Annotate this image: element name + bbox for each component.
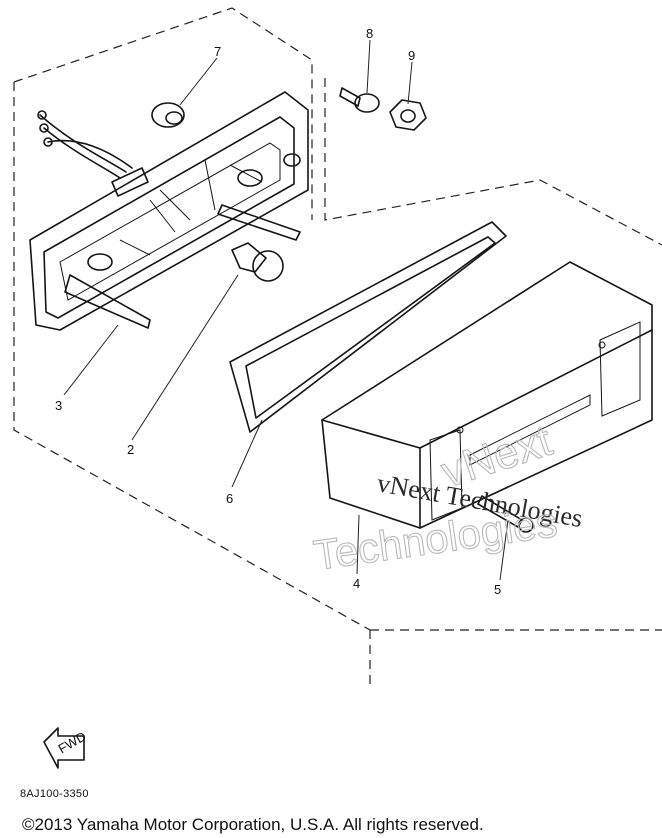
callout-8: 8 (366, 26, 373, 41)
taillight-housing (29, 91, 309, 331)
callout-6: 6 (226, 491, 233, 506)
screw (339, 87, 380, 113)
assembly-boundary (13, 7, 662, 690)
watermark-line2: Technologies (311, 498, 560, 579)
callout-9: 9 (408, 48, 415, 63)
grommet (151, 102, 185, 128)
lens (321, 261, 653, 529)
watermark: vNext vNext Technologies Technologies (310, 415, 585, 579)
diagram-code: 8AJ100-3350 (20, 788, 89, 800)
nut (389, 99, 427, 131)
callout-5: 5 (494, 582, 501, 597)
copyright-notice: ©2013 Yamaha Motor Corporation, U.S.A. A… (22, 815, 484, 834)
callout-3: 3 (55, 398, 62, 413)
callout-2: 2 (127, 442, 134, 457)
bulb (231, 242, 284, 282)
lens-screw (477, 495, 534, 533)
gasket (229, 221, 507, 433)
leader-lines (63, 39, 509, 581)
callouts: 7 8 9 3 2 6 4 5 (55, 26, 501, 597)
callout-4: 4 (353, 576, 360, 591)
wiring-harness (37, 110, 149, 197)
callout-7: 7 (214, 44, 221, 59)
fwd-arrow-icon: FWD (43, 727, 89, 769)
